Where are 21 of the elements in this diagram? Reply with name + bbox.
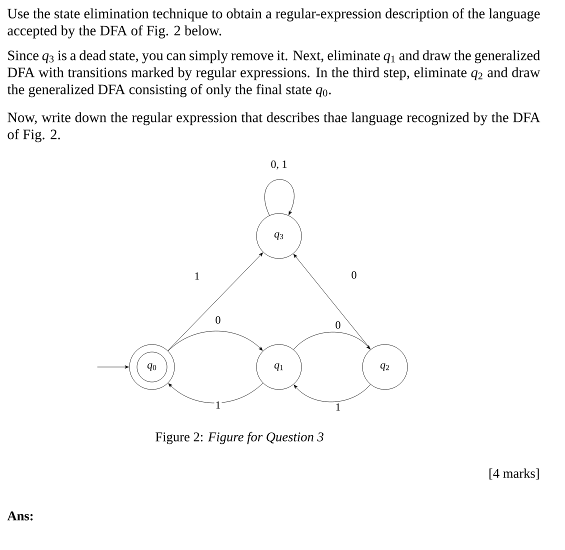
transition-arrow (293, 332, 370, 350)
self-loop-arrow (264, 179, 294, 216)
edge-label: 1 (214, 400, 222, 410)
edge-label: 1 (193, 271, 201, 281)
transition-arrow (168, 252, 263, 351)
paragraph: Since q$_{3}$ is a dead state, you can simply remove it. Next, eliminate q$_{1}$ and draw the generalized DFA with transitions marked by regular expressions. In the third step, eliminate q$_{2}$ and draw the generalized DFA consisting of only the final state q$_{0}$. (7, 50, 540, 98)
answer-label: Ans: (7, 512, 33, 520)
paragraph: Use the state elimination technique to obtain a regular-expression description of the language accepted by the DFA of Fig. 2 below. (8, 8, 540, 38)
transition-arrow (168, 382, 264, 404)
edge-label: 1 (334, 402, 342, 412)
edge-label: 0 (334, 320, 342, 330)
paragraph: Now, write down the regular expression that describes thae language recognized by the DFA of Fig. 2. (8, 112, 540, 142)
figure-caption: Figure 2: Figure for Question 3 (156, 432, 324, 444)
transition-arrow (293, 254, 371, 350)
edge-label: 0, 1 (270, 160, 288, 170)
transition-arrow (294, 384, 371, 402)
marks-label: [4 marks] (489, 468, 539, 480)
start-arrow (97, 365, 129, 369)
transition-arrow (168, 330, 263, 352)
edge-label: 0 (350, 270, 358, 280)
edge-label: 0 (214, 315, 222, 325)
